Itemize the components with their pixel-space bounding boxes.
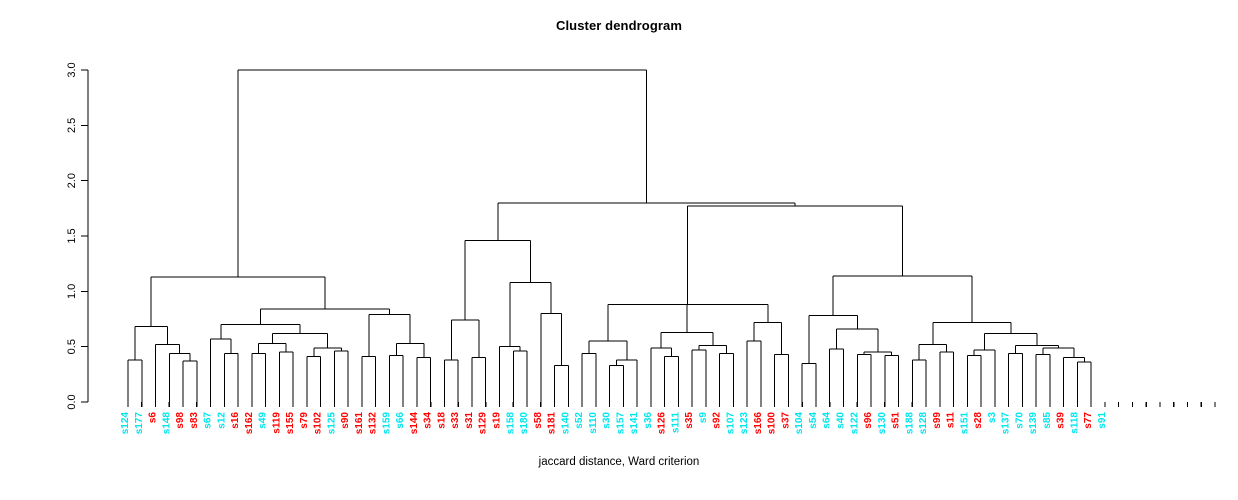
leaf-label[interactable]: s30 [602, 412, 613, 429]
y-axis-tick-label: 0.5 [66, 339, 78, 354]
leaf-label[interactable]: s19 [492, 412, 503, 429]
leaf-label[interactable]: s158 [505, 412, 516, 435]
leaf-label[interactable]: s70 [1014, 412, 1025, 429]
y-axis-tick-label: 1.5 [66, 228, 78, 243]
y-axis: 0.0 0.5 1.0 1.5 2.0 2.5 3.0 [66, 62, 89, 410]
leaf-label[interactable]: s161 [354, 412, 365, 435]
leaf-label[interactable]: s119 [271, 412, 282, 434]
leaf-label[interactable]: s122 [849, 412, 860, 435]
leaf-label[interactable]: s77 [1083, 412, 1094, 429]
leaf-label[interactable]: s159 [381, 412, 392, 435]
leaf-label[interactable]: s125 [326, 412, 337, 435]
x-axis-label: jaccard distance, Ward criterion [538, 456, 700, 468]
y-axis-tick-label: 2.0 [66, 173, 78, 188]
leaf-label[interactable]: s139 [1028, 412, 1039, 435]
leaf-label[interactable]: s166 [753, 412, 764, 435]
leaf-label[interactable]: s118 [1069, 412, 1080, 434]
leaf-label[interactable]: s99 [932, 412, 943, 429]
leaf-label[interactable]: s181 [547, 412, 558, 435]
leaf-label[interactable]: s137 [1001, 412, 1012, 435]
leaf-label[interactable]: s18 [436, 412, 447, 429]
leaf-label[interactable]: s130 [877, 412, 888, 435]
leaf-label[interactable]: s11 [946, 412, 957, 429]
leaf-label[interactable]: s107 [725, 412, 736, 435]
leaf-label[interactable]: s92 [712, 412, 723, 429]
leaf-label[interactable]: s124 [120, 412, 131, 435]
y-axis-tick-label: 0.0 [66, 394, 78, 409]
leaf-label[interactable]: s54 [808, 412, 819, 429]
leaf-label[interactable]: s83 [189, 412, 200, 429]
y-axis-tick-label: 1.0 [66, 284, 78, 299]
leaf-label[interactable]: s36 [643, 412, 654, 429]
leaf-label[interactable]: s102 [313, 412, 324, 435]
leaf-label[interactable]: s100 [767, 412, 778, 435]
leaf-label[interactable]: s144 [409, 412, 420, 435]
leaf-label[interactable]: s3 [987, 412, 998, 424]
leaf-label[interactable]: s123 [739, 412, 750, 435]
leaf-label[interactable]: s141 [629, 412, 640, 435]
leaf-label[interactable]: s64 [822, 412, 833, 429]
y-axis-tick-label: 3.0 [66, 62, 78, 77]
leaf-label[interactable]: s132 [368, 412, 379, 435]
leaf-label[interactable]: s104 [794, 412, 805, 435]
leaf-label[interactable]: s58 [533, 412, 544, 429]
leaf-label[interactable]: s66 [395, 412, 406, 429]
leaf-label[interactable]: s180 [519, 412, 530, 435]
leaf-label[interactable]: s51 [891, 412, 902, 429]
leaf-label[interactable]: s85 [1042, 412, 1053, 429]
leaf-label[interactable]: s98 [175, 412, 186, 429]
leaf-label[interactable]: s40 [835, 412, 846, 429]
leaf-label[interactable]: s91 [1097, 412, 1108, 429]
leaf-label[interactable]: s162 [244, 412, 255, 435]
leaf-label[interactable]: s177 [134, 412, 145, 435]
leaf-label[interactable]: s49 [258, 412, 269, 429]
leaf-label[interactable]: s151 [959, 412, 970, 435]
leaf-label[interactable]: s35 [684, 412, 695, 429]
page-title: Cluster dendrogram [555, 18, 683, 33]
dendrogram-links [127, 69, 1092, 402]
leaf-label[interactable]: s79 [299, 412, 310, 429]
leaf-label[interactable]: s128 [918, 412, 929, 435]
leaf-label[interactable]: s6 [148, 412, 159, 424]
leaf-label[interactable]: s188 [904, 412, 915, 435]
leaf-label[interactable]: s140 [560, 412, 571, 435]
leaf-label[interactable]: s67 [203, 412, 214, 429]
leaf-label[interactable]: s110 [588, 412, 599, 434]
leaf-label[interactable]: s90 [340, 412, 351, 429]
leaf-label[interactable]: s157 [615, 412, 626, 435]
leaf-label[interactable]: s34 [423, 412, 434, 429]
leaf-label[interactable]: s31 [464, 412, 475, 429]
leaf-label[interactable]: s148 [161, 412, 172, 435]
leaf-label[interactable]: s155 [285, 412, 296, 435]
leaf-label[interactable]: s33 [450, 412, 461, 429]
leaf-label[interactable]: s16 [230, 412, 241, 429]
leaf-label[interactable]: s39 [1056, 412, 1067, 429]
leaf-label[interactable]: s126 [657, 412, 668, 435]
leaf-label[interactable]: s111 [670, 412, 681, 434]
leaf-label[interactable]: s96 [863, 412, 874, 429]
leaf-label[interactable]: s28 [973, 412, 984, 429]
leaf-label[interactable]: s37 [780, 412, 791, 429]
y-axis-tick-label: 2.5 [66, 118, 78, 133]
leaf-label[interactable]: s9 [698, 412, 709, 424]
leaf-label[interactable]: s52 [574, 412, 585, 429]
leaf-label[interactable]: s12 [216, 412, 227, 429]
leaf-label[interactable]: s129 [478, 412, 489, 435]
